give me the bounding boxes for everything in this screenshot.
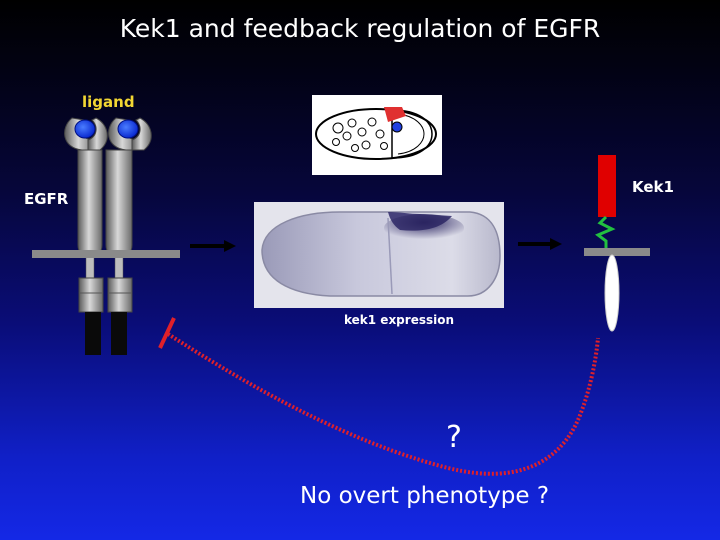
kek1-expression-label: kek1 expression <box>344 313 455 327</box>
ligand-ball-icon <box>117 119 139 139</box>
ligand-label: ligand <box>82 93 135 111</box>
question-mark: ? <box>446 420 462 455</box>
inhibition-line-icon <box>158 317 600 476</box>
ligand-ball-icon <box>74 119 96 139</box>
membrane-left <box>32 250 180 258</box>
kek1-intracellular-domain <box>604 254 620 332</box>
phenotype-caption: No overt phenotype ? <box>300 483 550 509</box>
kek1-linker <box>595 215 616 248</box>
kek1-protein-icon <box>595 155 620 332</box>
membrane-right <box>584 248 650 256</box>
arrow-right-icon <box>518 238 562 250</box>
kek1-extracellular-domain <box>598 155 616 217</box>
egg-chamber-icon <box>312 95 442 175</box>
egfr-receptor-icon <box>64 117 152 355</box>
embryo-stain-image <box>254 202 504 308</box>
egfr-label: EGFR <box>24 190 69 208</box>
arrow-right-icon <box>190 240 236 252</box>
kek1-label: Kek1 <box>632 178 674 196</box>
slide-title: Kek1 and feedback regulation of EGFR <box>119 14 601 43</box>
